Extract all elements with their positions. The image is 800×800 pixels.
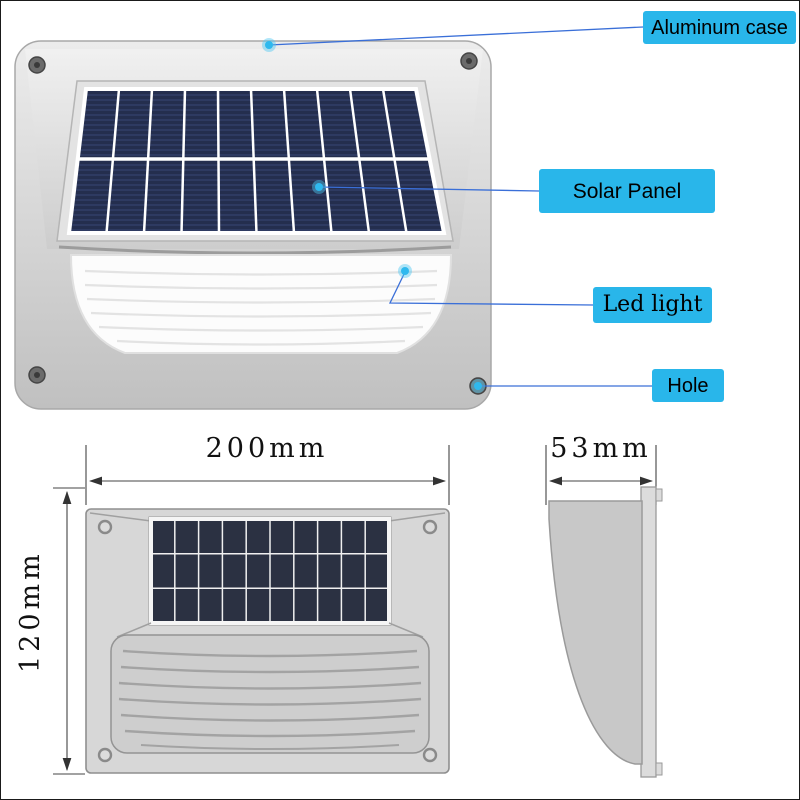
solar-panel <box>66 87 447 235</box>
front-view <box>85 508 450 774</box>
diffuser-ridge <box>86 297 436 304</box>
leader-lines <box>268 26 652 387</box>
diffuser-ridge <box>84 269 438 276</box>
dimension-width-lines <box>85 445 450 505</box>
dimension-depth-label: 53mm <box>550 433 652 464</box>
panel-grid-line <box>315 88 333 234</box>
chamfer-line <box>89 512 152 522</box>
callout-led-light-label: Led light <box>602 292 703 317</box>
recess-edge <box>58 245 452 255</box>
panel-grid-line <box>105 88 121 234</box>
screw-hole-center <box>34 62 40 68</box>
louver-line <box>140 744 400 750</box>
dimension-height-lines <box>53 487 85 775</box>
callout-solar-panel: Solar Panel <box>539 169 715 213</box>
callout-dot <box>471 379 485 393</box>
chamfer-line <box>388 512 446 522</box>
louver-line <box>120 713 420 722</box>
chamfer-line <box>116 622 152 638</box>
side-view-profile <box>548 500 643 765</box>
callout-dots <box>262 38 485 393</box>
leader-line-solar-panel <box>318 186 540 192</box>
louver-line <box>118 697 422 706</box>
chamfer-line <box>388 622 424 638</box>
callout-dot <box>262 38 276 52</box>
front-view-panel-grid <box>153 521 387 621</box>
diffuser-ridge <box>116 339 406 346</box>
louver-line <box>124 729 416 738</box>
front-view-louvers <box>118 649 422 750</box>
callout-dot <box>398 264 412 278</box>
panel-grid-line <box>282 88 296 234</box>
panel-grid-line <box>249 88 258 234</box>
callout-dot <box>312 180 326 194</box>
panel-grid-line <box>216 88 221 234</box>
louver-line <box>118 681 422 690</box>
louver-line <box>122 649 418 658</box>
led-light-diffuser <box>58 245 453 354</box>
screw-hole <box>28 366 46 384</box>
panel-grid-line <box>180 88 187 234</box>
side-view <box>548 486 663 778</box>
panel-grid-line <box>348 88 371 234</box>
panel-grid-line <box>142 88 154 234</box>
front-view-screws <box>97 519 438 763</box>
screw-hole <box>28 56 46 74</box>
callout-hole: Hole <box>652 369 724 402</box>
callout-hole-label: Hole <box>667 374 709 397</box>
callout-aluminum-case: Aluminum case <box>643 11 796 44</box>
solar-panel-grid <box>77 88 430 234</box>
dimension-height-label: 120mm <box>15 550 46 673</box>
screw-hole <box>422 519 438 535</box>
front-view-louver-area <box>110 634 430 754</box>
diffuser-ridges <box>84 269 438 346</box>
diffuser-cover <box>69 254 453 354</box>
screw-hole-center <box>34 372 40 378</box>
screw-hole <box>460 52 478 70</box>
callout-solar-panel-label: Solar Panel <box>572 179 682 203</box>
leader-line-led-light <box>388 271 594 306</box>
diffuser-ridge <box>98 325 424 332</box>
panel-grid-line <box>381 88 408 234</box>
diffuser-ridge <box>84 283 438 290</box>
mounting-tab <box>655 762 663 776</box>
side-view-mounting-plate <box>640 486 657 778</box>
dimension-drawing <box>53 445 663 778</box>
screw-hole <box>422 747 438 763</box>
louver-line <box>120 665 420 674</box>
leader-line-aluminum-case <box>268 26 644 46</box>
mounting-tab <box>655 488 663 502</box>
screw-hole <box>97 747 113 763</box>
diffuser-ridge <box>90 311 432 318</box>
dimension-width-label: 200mm <box>205 433 329 464</box>
screw-hole <box>97 519 113 535</box>
callout-aluminum-case-label: Aluminum case <box>651 16 788 39</box>
product-photo <box>14 26 652 410</box>
callout-led-light: Led light <box>593 287 712 323</box>
solar-panel-glass <box>66 87 447 235</box>
screw-hole-center <box>466 58 472 64</box>
